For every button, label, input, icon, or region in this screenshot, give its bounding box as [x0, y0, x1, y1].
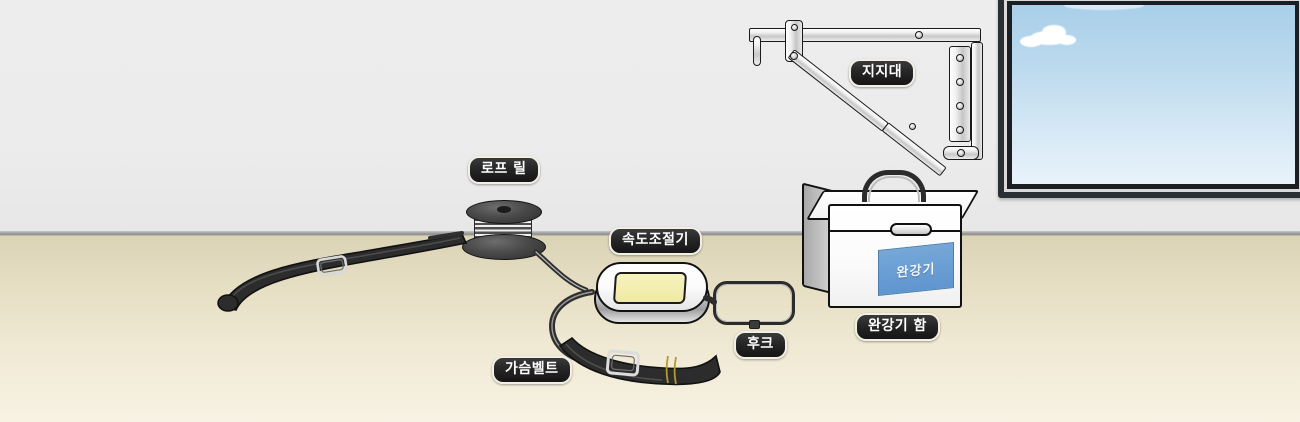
bracket-wall-post	[971, 42, 983, 160]
label-descender-box: 완강기 함	[855, 313, 940, 341]
bracket-bolt	[956, 78, 964, 86]
rope-reel	[462, 200, 546, 262]
chest-belt-buckle-inner	[611, 354, 635, 372]
chest-belt-buckle	[605, 349, 641, 377]
bracket-bolt	[956, 102, 964, 110]
bracket-top-rail	[749, 28, 981, 42]
bracket-bolt	[791, 24, 798, 31]
chest-belt-band	[558, 336, 721, 386]
descender-box-handle	[862, 170, 926, 202]
speed-controller	[592, 262, 716, 330]
bracket-bolt	[909, 123, 916, 130]
descender-box-sticker-text: 완강기	[896, 261, 936, 281]
label-rope-reel: 로프 릴	[468, 156, 540, 184]
hook-connector-link	[703, 295, 717, 305]
bracket-bolt	[957, 149, 965, 157]
shoulder-belt-strap	[220, 233, 468, 311]
cloud-icon	[1020, 36, 1042, 47]
shoulder-belt-end-cap	[217, 294, 239, 312]
bracket-bolt	[790, 52, 798, 60]
cloud-icon	[1064, 5, 1144, 10]
speed-controller-housing	[596, 262, 708, 312]
support-bracket-assembly	[735, 8, 1005, 178]
descender-box-sticker: 완강기	[878, 242, 954, 296]
label-support-bracket: 지지대	[849, 59, 916, 87]
bracket-bolt	[956, 126, 964, 134]
bracket-end-pin	[753, 36, 761, 66]
shoulder-belt-buckle	[316, 255, 348, 277]
hook-gate-latch	[749, 320, 760, 329]
rope-line-reel-left-tail	[428, 231, 464, 240]
rope-line-reel-to-controller	[533, 249, 589, 293]
label-speed-controller: 속도조절기	[609, 227, 702, 255]
window-glass	[1012, 5, 1295, 184]
chest-belt-stitch	[665, 355, 669, 384]
rope-reel-bottom-flange	[462, 234, 546, 260]
bracket-bolt	[915, 31, 923, 39]
rope-reel-hub	[497, 206, 511, 213]
descender-box-latch	[890, 223, 932, 236]
cloud-icon	[1058, 35, 1076, 45]
rope-line-reel-to-controller-highlight	[535, 251, 587, 291]
bracket-wall-plate	[949, 46, 971, 142]
label-hook: 후크	[734, 331, 787, 359]
shoulder-belt-buckle-inner	[320, 259, 344, 273]
shoulder-belt-highlight	[229, 237, 461, 301]
label-chest-belt: 가슴벨트	[492, 356, 572, 384]
descender-box: 완강기	[800, 168, 990, 320]
chest-belt-stitch	[673, 356, 677, 385]
window	[998, 0, 1300, 198]
bracket-bolt	[956, 54, 964, 62]
